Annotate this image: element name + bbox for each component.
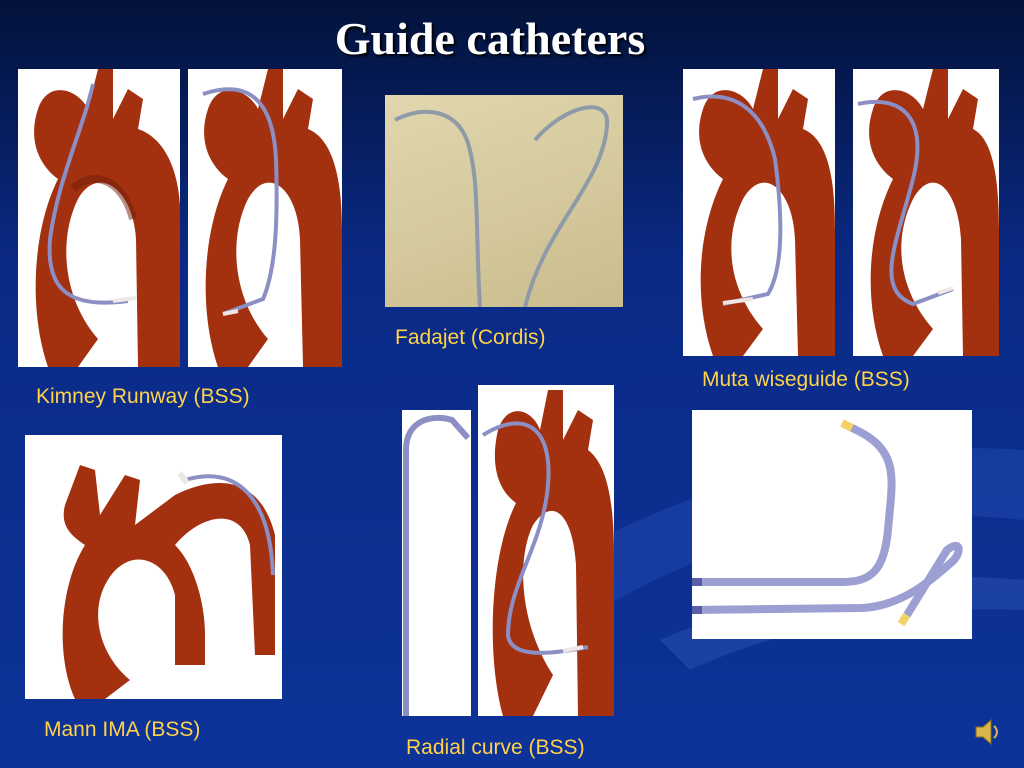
aortic-arch-illustration [62, 465, 275, 699]
catheter-tip-shape [403, 414, 471, 716]
caption-kimney-runway: Kimney Runway (BSS) [36, 385, 250, 408]
mann-ima-image [25, 435, 282, 699]
catheter-curve-drawing [692, 419, 963, 627]
caption-muta-wiseguide: Muta wiseguide (BSS) [702, 368, 910, 391]
caption-mann-ima: Mann IMA (BSS) [44, 718, 201, 741]
aortic-arch-illustration [34, 69, 180, 367]
radial-catheter-closeup [402, 410, 471, 716]
speaker-icon[interactable] [972, 716, 1002, 748]
catheter-shape-diagram [692, 410, 972, 639]
kimney-image-right [188, 69, 342, 367]
radial-curve-image [478, 385, 614, 716]
muta-image-right [853, 69, 999, 356]
aortic-arch-illustration [481, 390, 614, 716]
aortic-arch-illustration [857, 69, 999, 356]
slide-title: Guide catheters [334, 13, 646, 64]
aortic-arch-illustration [692, 69, 835, 356]
muta-image-left [683, 69, 835, 356]
caption-radial-curve: Radial curve (BSS) [406, 736, 585, 759]
kimney-image-left [18, 69, 180, 367]
aortic-arch-illustration [202, 69, 342, 367]
catheter-photo-shapes [394, 105, 610, 307]
fadajet-photo [385, 95, 623, 307]
caption-fadajet: Fadajet (Cordis) [395, 326, 546, 349]
